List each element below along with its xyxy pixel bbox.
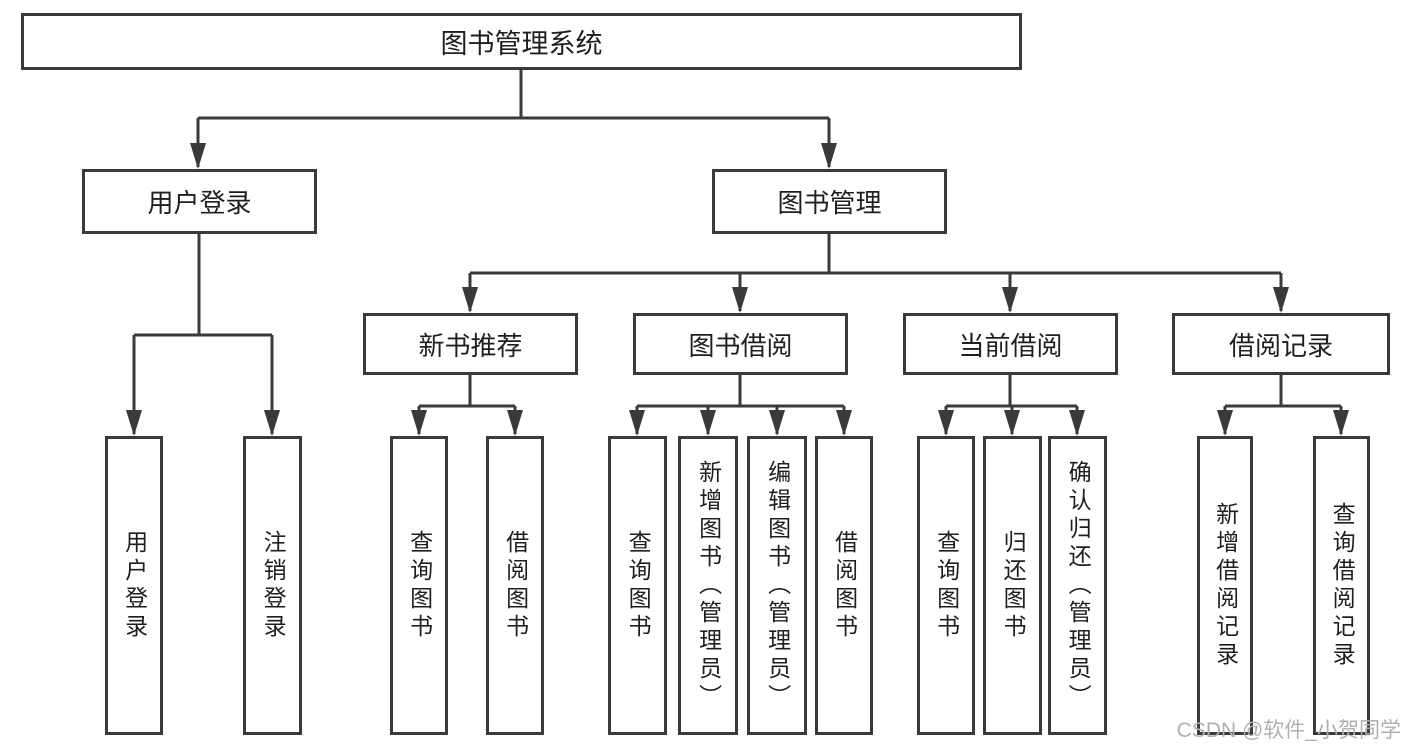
leaf-add-book-admin: 新增图书（管理员） bbox=[678, 436, 738, 735]
node-user-login: 用户登录 bbox=[82, 169, 317, 234]
node-current-borrow: 当前借阅 bbox=[903, 313, 1118, 375]
leaf-user-login: 用户登录 bbox=[105, 436, 163, 735]
leaf-add-borrow-record-label: 新增借阅记录 bbox=[1212, 501, 1239, 670]
leaf-logout: 注销登录 bbox=[243, 436, 302, 735]
leaf-user-login-label: 用户登录 bbox=[121, 529, 148, 642]
leaf-query-books-recommend-label: 查询图书 bbox=[406, 529, 433, 642]
leaf-borrow-books: 借阅图书 bbox=[815, 436, 873, 735]
leaf-query-books-recommend: 查询图书 bbox=[390, 436, 448, 735]
leaf-add-book-admin-label: 新增图书（管理员） bbox=[695, 459, 722, 712]
leaf-query-borrow-record-label: 查询借阅记录 bbox=[1329, 501, 1356, 670]
leaf-borrow-books-recommend-label: 借阅图书 bbox=[502, 529, 529, 642]
leaf-query-books-borrow: 查询图书 bbox=[608, 436, 667, 735]
node-root-label: 图书管理系统 bbox=[440, 29, 603, 59]
leaf-return-books: 归还图书 bbox=[983, 436, 1042, 735]
leaf-add-borrow-record: 新增借阅记录 bbox=[1197, 436, 1253, 735]
node-borrow-records-label: 借阅记录 bbox=[1228, 330, 1333, 361]
node-new-book-recommend-label: 新书推荐 bbox=[418, 330, 523, 361]
node-root: 图书管理系统 bbox=[21, 13, 1022, 70]
node-book-borrow: 图书借阅 bbox=[633, 313, 848, 375]
node-new-book-recommend: 新书推荐 bbox=[363, 313, 578, 375]
leaf-logout-label: 注销登录 bbox=[260, 529, 287, 642]
leaf-confirm-return-admin-label: 确认归还（管理员） bbox=[1065, 459, 1092, 712]
leaf-confirm-return-admin: 确认归还（管理员） bbox=[1048, 436, 1107, 735]
watermark-text: CSDN @软件_小贺同学 bbox=[1176, 719, 1401, 742]
node-book-management-label: 图书管理 bbox=[777, 188, 882, 218]
leaf-query-books-borrow-label: 查询图书 bbox=[625, 529, 652, 642]
node-current-borrow-label: 当前借阅 bbox=[958, 330, 1063, 361]
node-borrow-records: 借阅记录 bbox=[1172, 313, 1390, 375]
node-book-borrow-label: 图书借阅 bbox=[688, 330, 793, 361]
connector-arrows bbox=[126, 118, 1349, 436]
leaf-borrow-books-label: 借阅图书 bbox=[831, 529, 858, 642]
leaf-edit-book-admin: 编辑图书（管理员） bbox=[747, 436, 807, 735]
leaf-return-books-label: 归还图书 bbox=[1000, 529, 1027, 642]
leaf-query-borrow-record: 查询借阅记录 bbox=[1313, 436, 1370, 735]
leaf-query-books-current: 查询图书 bbox=[917, 436, 975, 735]
node-user-login-label: 用户登录 bbox=[147, 188, 252, 218]
node-book-management: 图书管理 bbox=[712, 169, 947, 234]
leaf-borrow-books-recommend: 借阅图书 bbox=[486, 436, 544, 735]
leaf-edit-book-admin-label: 编辑图书（管理员） bbox=[764, 459, 791, 712]
leaf-query-books-current-label: 查询图书 bbox=[933, 529, 960, 642]
